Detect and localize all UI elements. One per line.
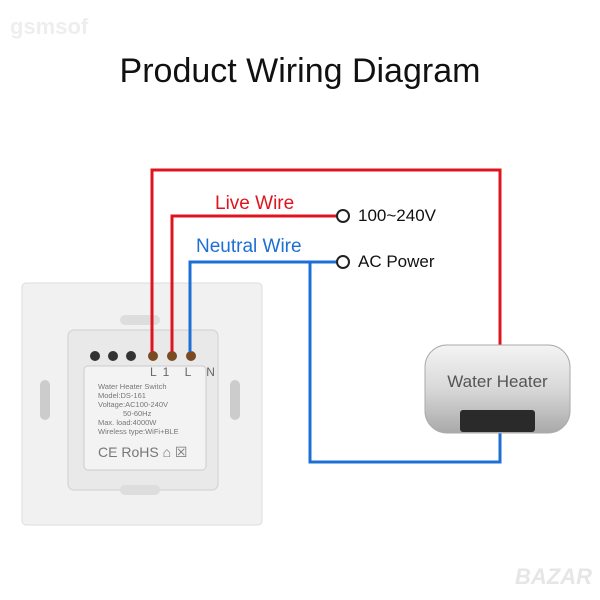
- water-heater-label: Water Heater: [447, 372, 548, 391]
- spec-line: Model:DS-161: [98, 391, 146, 400]
- terminal-top-icon: [336, 209, 350, 223]
- water-heater: [424, 344, 571, 434]
- neutral-wire: [188, 260, 502, 464]
- spec-line: Wireless type:WiFi+BLE: [98, 427, 179, 436]
- spec-line: 50-60Hz: [98, 409, 152, 418]
- certification-marks: CE RoHS ⌂ ☒: [98, 444, 188, 460]
- spec-line: Water Heater Switch: [98, 382, 167, 391]
- page-title: Product Wiring Diagram: [119, 52, 481, 90]
- live-wire: [150, 168, 502, 352]
- spec-line: Voltage:AC100-240V: [98, 400, 169, 409]
- neutral-wire-label: Neutral Wire: [196, 236, 302, 257]
- watermark: gsmsof: [10, 14, 89, 39]
- watermark-bazar: BAZAR: [515, 564, 592, 589]
- voltage-label: 100~240V: [358, 206, 436, 225]
- ac-power-label: AC Power: [358, 252, 435, 271]
- live-wire-label: Live Wire: [215, 193, 295, 214]
- switch-terminal-labels: L1 L N: [150, 365, 221, 379]
- terminal-bottom-icon: [336, 255, 350, 269]
- spec-line: Max. load:4000W: [98, 418, 157, 427]
- switch-spec-label: Water Heater Switch Model:DS-161 Voltage…: [98, 382, 179, 436]
- switch-plate: [21, 282, 263, 526]
